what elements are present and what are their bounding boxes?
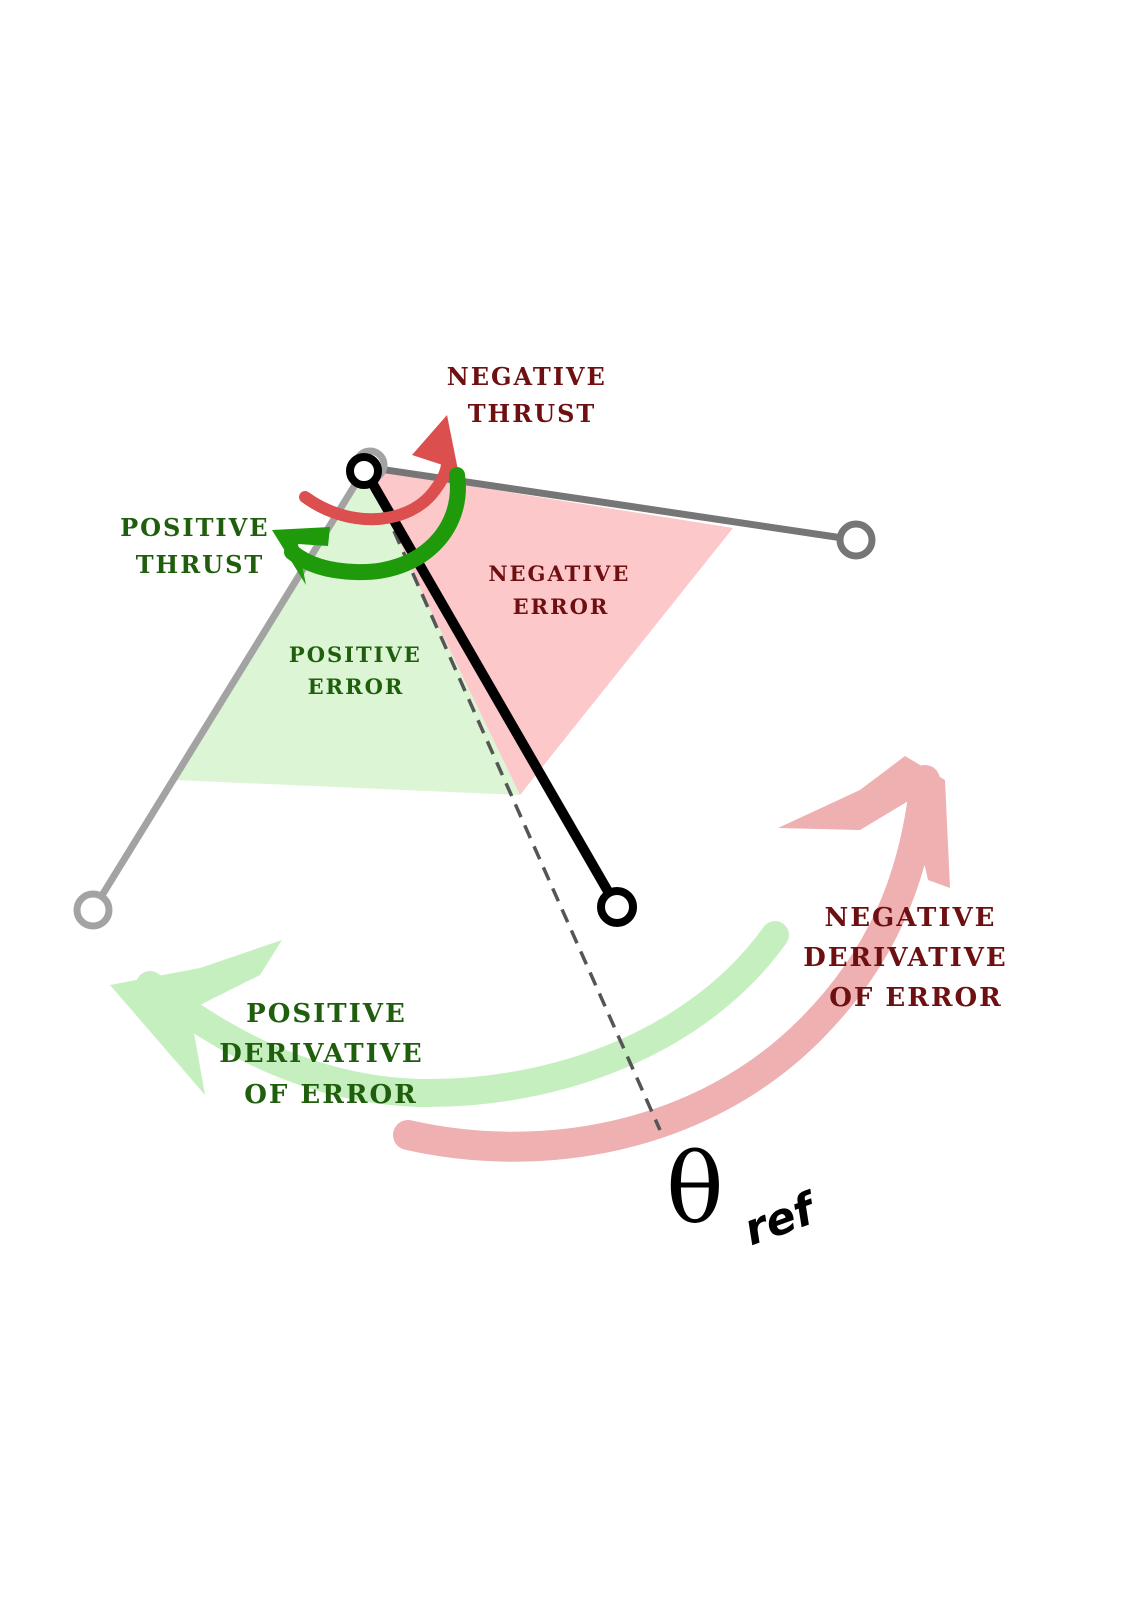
negative-derivative-label-line-2: DERIVATIVE xyxy=(803,943,1008,973)
pivot-current xyxy=(346,453,382,489)
positive-derivative-label: POSITIVE DERIVATIVE OF ERROR xyxy=(219,999,435,1110)
pendulum-bob-right xyxy=(836,520,876,560)
negative-thrust-label-line-1: NEGATIVE xyxy=(447,362,607,391)
positive-derivative-arrow-shaft xyxy=(136,921,789,1108)
positive-error-label-line-1: POSITIVE xyxy=(289,642,422,667)
negative-thrust-arrow-head xyxy=(412,415,458,470)
negative-derivative-label-line-3: OF ERROR xyxy=(829,983,1002,1013)
positive-error-region xyxy=(175,470,520,795)
negative-derivative-arrow-head xyxy=(778,756,950,888)
positive-thrust-label-line-1: POSITIVE xyxy=(120,513,270,542)
positive-thrust-arrow-head xyxy=(272,527,330,585)
negative-derivative-label-line-1: NEGATIVE xyxy=(824,903,996,933)
negative-derivative-arrow xyxy=(393,756,950,1162)
reference-angle-subscript: ref xyxy=(737,1182,825,1256)
negative-thrust-label: NEGATIVE THRUST xyxy=(447,362,617,428)
positive-derivative-arrow xyxy=(110,921,789,1108)
negative-thrust-label-line-2: THRUST xyxy=(468,399,597,428)
positive-derivative-label-line-1: POSITIVE xyxy=(246,999,407,1029)
positive-derivative-label-line-3: OF ERROR xyxy=(244,1080,417,1110)
pendulum-rod-current xyxy=(361,467,622,912)
pendulum-current xyxy=(346,453,637,927)
pendulum-bob-left xyxy=(73,890,113,930)
positive-error-label: POSITIVE ERROR xyxy=(289,642,431,699)
positive-error-label-line-2: ERROR xyxy=(308,674,405,699)
positive-thrust-arrow xyxy=(272,467,466,585)
reference-line xyxy=(364,467,662,1131)
positive-thrust-arrow-shaft xyxy=(284,467,466,581)
negative-derivative-label: NEGATIVE DERIVATIVE OF ERROR xyxy=(803,903,1019,1013)
negative-error-label: NEGATIVE ERROR xyxy=(488,561,639,619)
negative-error-label-line-2: ERROR xyxy=(513,594,610,619)
positive-thrust-label: POSITIVE THRUST xyxy=(120,513,280,579)
positive-derivative-label-line-2: DERIVATIVE xyxy=(219,1039,424,1069)
negative-derivative-arrow-shaft xyxy=(393,765,940,1162)
positive-thrust-label-line-2: THRUST xyxy=(136,550,265,579)
negative-error-region xyxy=(369,470,733,795)
positive-derivative-arrow-head xyxy=(110,940,282,1095)
negative-error-label-line-1: NEGATIVE xyxy=(488,561,630,586)
negative-thrust-arrow xyxy=(299,415,458,526)
reference-angle-symbol: θ xyxy=(666,1133,724,1245)
pendulum-bob-current xyxy=(597,887,637,927)
